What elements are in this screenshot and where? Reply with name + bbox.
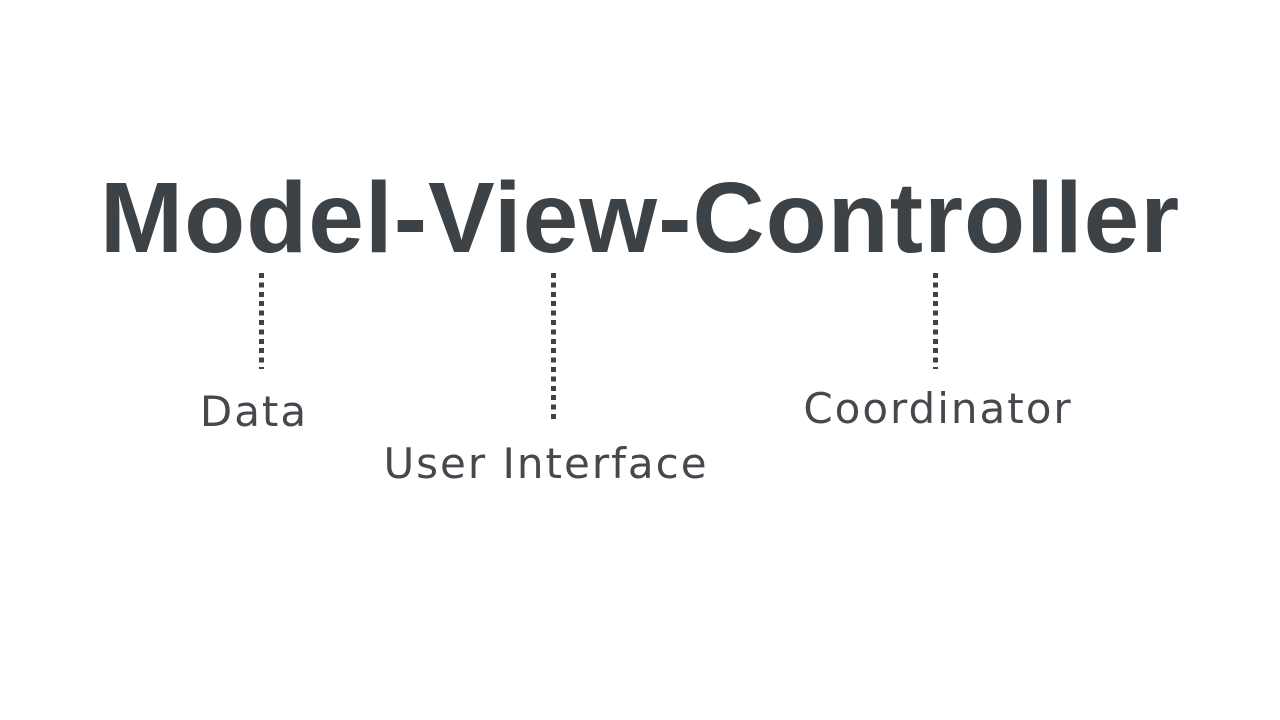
label-model-data: Data bbox=[199, 387, 309, 436]
dotted-connector-view bbox=[551, 273, 556, 420]
dotted-connector-controller bbox=[933, 273, 938, 369]
label-controller-coordinator: Coordinator bbox=[803, 384, 1073, 433]
diagram-title: Model-View-Controller bbox=[99, 162, 1181, 274]
dotted-connector-model bbox=[259, 273, 264, 369]
label-view-user-interface: User Interface bbox=[383, 439, 709, 488]
